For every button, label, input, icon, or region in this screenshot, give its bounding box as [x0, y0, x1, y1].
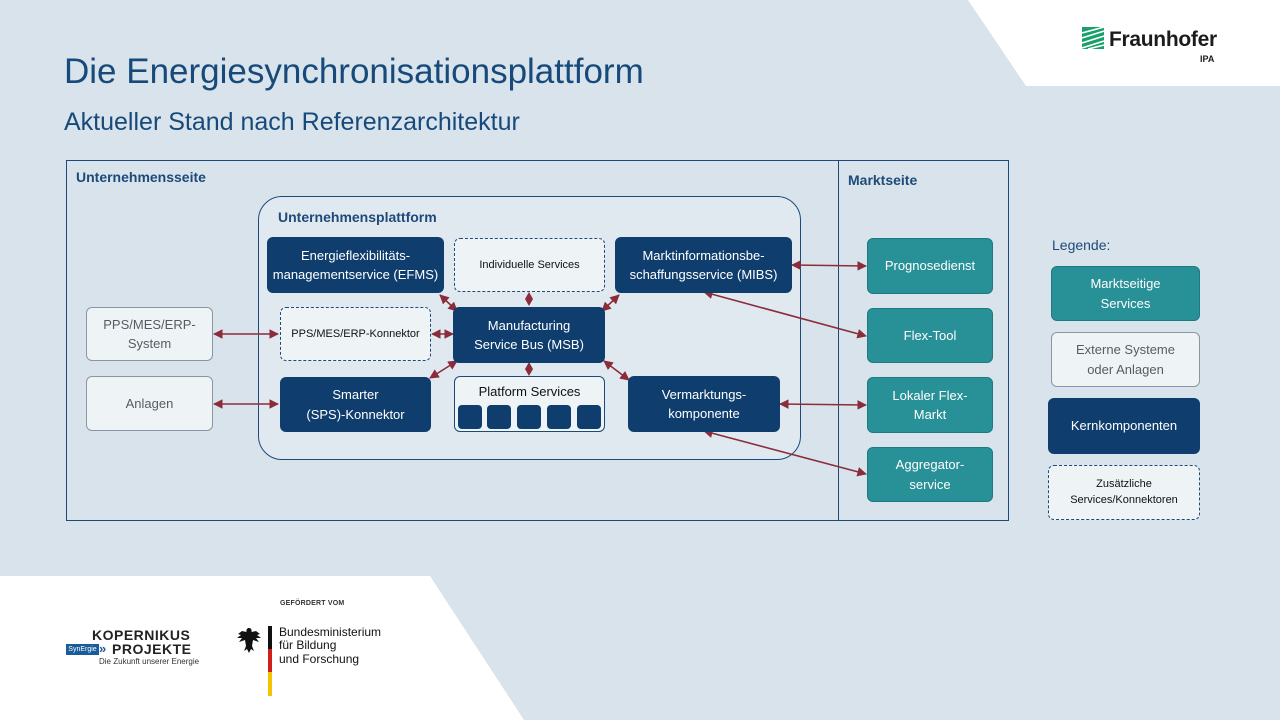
pps-mes-erp-system[interactable]: PPS/MES/ERP- System [86, 307, 213, 361]
anlagen-box[interactable]: Anlagen [86, 376, 213, 431]
synergie-badge: SynErgie [66, 644, 99, 655]
vermarktungskomponente-label: Vermarktungs- komponente [661, 386, 747, 422]
bmbf-name: Bundesministerium für Bildung und Forsch… [279, 625, 382, 666]
sps-konnektor-label: Smarter (SPS)-Konnektor [306, 387, 405, 422]
fraunhofer-logo: Fraunhofer IPA [1082, 26, 1222, 68]
arrow-msb-vermarktung [603, 360, 630, 381]
bmbf-logo: Bundesministerium für Bildung und Forsch… [236, 625, 386, 698]
arrow-vermarktung-lokaler [779, 399, 867, 410]
legend-market-services-label: Marktseitige Services [1090, 276, 1161, 311]
platform-service-module [487, 405, 511, 429]
chevron-right-icon: » [99, 641, 107, 656]
mibs-label: Marktinformationsbe- schaffungsservice (… [629, 247, 778, 283]
marktseite-frame [838, 160, 1009, 521]
platform-service-module [577, 405, 601, 429]
sps-konnektor-box[interactable]: Smarter (SPS)-Konnektor [280, 377, 431, 432]
lokaler-flex-markt-label: Lokaler Flex- Markt [892, 387, 968, 423]
aggregatorservice-label: Aggregator- service [895, 457, 965, 492]
msb-label: Manufacturing Service Bus (MSB) [474, 317, 584, 353]
flex-tool-box[interactable]: Flex-Tool [867, 308, 993, 363]
legend-additional-services: Zusätzliche Services/Konnektoren [1048, 465, 1200, 520]
diamond-connector-platform [525, 362, 533, 376]
legend-core-components-label: Kernkomponenten [1070, 418, 1178, 434]
prognosedienst-box[interactable]: Prognosedienst [867, 238, 993, 294]
platform-service-module [517, 405, 541, 429]
legend-external-systems: Externe Systeme oder Anlagen [1051, 332, 1200, 387]
platform-services-label: Platform Services [478, 384, 581, 399]
fraunhofer-wordmark: Fraunhofer [1109, 28, 1217, 51]
unternehmensplattform-label: Unternehmensplattform [278, 209, 437, 225]
kopernikus-wordmark: KOPERNIKUS [92, 627, 191, 643]
efms-box[interactable]: Energieflexibilitäts- managementservice … [267, 237, 444, 293]
kopernikus-logo: KOPERNIKUS SynErgie » PROJEKTE Die Zukun… [66, 627, 216, 671]
pps-mes-erp-konnektor-label: PPS/MES/ERP-Konnektor [291, 327, 420, 340]
individuelle-services-label: Individuelle Services [479, 258, 580, 271]
unternehmensseite-label: Unternehmensseite [76, 169, 206, 185]
legend-core-components: Kernkomponenten [1048, 398, 1200, 454]
legend-external-systems-label: Externe Systeme oder Anlagen [1076, 342, 1175, 377]
lokaler-flex-markt-box[interactable]: Lokaler Flex- Markt [867, 377, 993, 433]
arrow-mibs-prognose [791, 260, 867, 271]
efms-label: Energieflexibilitäts- managementservice … [272, 247, 439, 283]
msb-box[interactable]: Manufacturing Service Bus (MSB) [453, 307, 605, 363]
pps-mes-erp-system-label: PPS/MES/ERP- System [103, 316, 196, 352]
arrow-mibs-msb [601, 294, 620, 312]
anlagen-label: Anlagen [125, 395, 174, 411]
aggregatorservice-box[interactable]: Aggregator- service [867, 447, 993, 502]
vermarktungskomponente-box[interactable]: Vermarktungs- komponente [628, 376, 780, 432]
page-title: Die Energiesynchronisationsplattform [64, 52, 644, 91]
platform-service-module [458, 405, 482, 429]
legend-market-services: Marktseitige Services [1051, 266, 1200, 321]
mibs-box[interactable]: Marktinformationsbe- schaffungsservice (… [615, 237, 792, 293]
platform-service-module [547, 405, 571, 429]
diamond-connector-individuelle [525, 292, 533, 306]
prognosedienst-label: Prognosedienst [884, 258, 976, 274]
pps-mes-erp-konnektor-box[interactable]: PPS/MES/ERP-Konnektor [280, 307, 431, 361]
flex-tool-label: Flex-Tool [903, 327, 957, 343]
platform-services-box[interactable]: Platform Services [454, 376, 605, 432]
federal-eagle-icon [237, 628, 261, 653]
arrow-mibs-flextool [703, 289, 867, 339]
individuelle-services-box[interactable]: Individuelle Services [454, 238, 605, 292]
kopernikus-projekte: PROJEKTE [112, 641, 192, 657]
arrow-vermarktung-aggregator [703, 428, 867, 477]
legend-additional-services-label: Zusätzliche Services/Konnektoren [1070, 478, 1178, 506]
legend-title: Legende: [1052, 237, 1111, 253]
flag-bar [268, 626, 272, 696]
arrow-msb-sps [429, 360, 458, 379]
page-subtitle: Aktueller Stand nach Referenzarchitektur [64, 108, 520, 136]
fraunhofer-ipa: IPA [1200, 54, 1215, 64]
fraunhofer-mark-icon [1082, 27, 1104, 49]
kopernikus-tagline: Die Zukunft unserer Energie [99, 657, 200, 666]
marktseite-label: Marktseite [848, 172, 918, 188]
gefoerdert-vom-label: GEFÖRDERT VOM [280, 600, 345, 607]
